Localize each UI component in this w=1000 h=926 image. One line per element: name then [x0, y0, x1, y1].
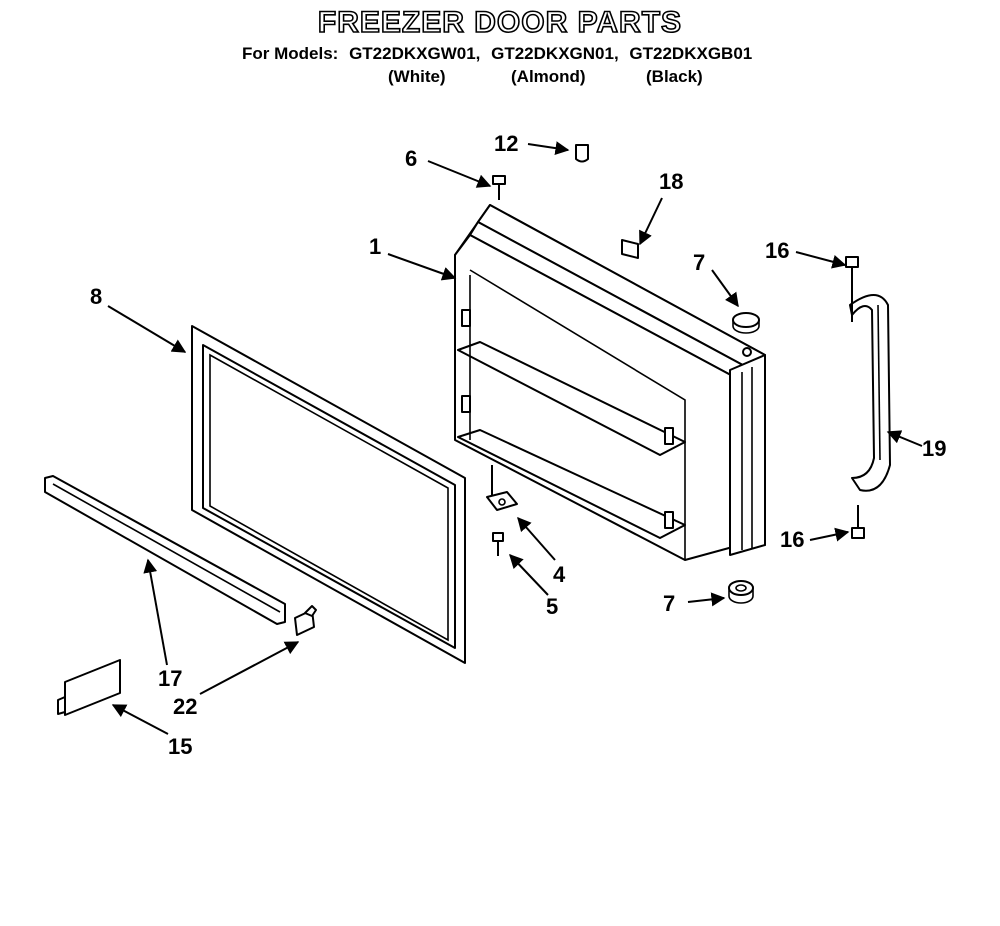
door-gasket-part: [191, 325, 466, 664]
hinge-bracket-part: [486, 465, 518, 511]
bushing-part-top: [732, 312, 760, 334]
callout-6: 6: [405, 146, 417, 171]
callout-15: 15: [168, 734, 192, 759]
variant-white: (White): [388, 67, 446, 86]
callout-1: 1: [369, 234, 381, 259]
handle-part: [849, 294, 891, 492]
bushing-part-bottom: [728, 580, 754, 604]
callout-16-top: 16: [765, 238, 789, 263]
models-prefix: For Models:: [242, 44, 339, 63]
models-line: For Models: GT22DKXGW01, GT22DKXGN01, GT…: [242, 44, 758, 64]
diagram-title: FREEZER DOOR PARTS: [317, 5, 683, 40]
screw-part-5: [492, 532, 504, 556]
screw-part-16-top: [845, 256, 859, 322]
variant-almond: (Almond): [511, 67, 586, 86]
callout-17: 17: [158, 666, 182, 691]
callout-12: 12: [494, 131, 518, 156]
callout-16-bottom: 16: [780, 527, 804, 552]
model-number-white: GT22DKXGW01,: [349, 44, 481, 63]
clip-part: [294, 605, 317, 636]
breaker-strip-part: [44, 475, 286, 625]
callout-8: 8: [90, 284, 102, 309]
model-number-black: GT22DKXGB01: [629, 44, 753, 63]
callout-18: 18: [659, 169, 683, 194]
diagram-header: FREEZER DOOR PARTS For Models: GT22DKXGW…: [0, 0, 1000, 95]
callout-7-bottom: 7: [663, 591, 675, 616]
plug-part: [575, 144, 589, 163]
model-number-almond: GT22DKXGN01,: [491, 44, 619, 63]
screw-part-16-bottom: [851, 505, 865, 539]
callout-7-top: 7: [693, 250, 705, 275]
leader-lines: [107, 141, 923, 735]
callout-4: 4: [553, 562, 566, 587]
trim-cover-part: [57, 659, 121, 716]
callout-19: 19: [922, 436, 946, 461]
label-part: [621, 239, 639, 259]
callout-22: 22: [173, 694, 197, 719]
callout-5: 5: [546, 594, 558, 619]
variant-black: (Black): [646, 67, 703, 86]
door-liner-part: [454, 204, 766, 561]
callout-numbers: 12 6 18 1 8 7 16 19 16 7 4 5 17 22 15: [90, 131, 946, 759]
screw-part-6: [492, 175, 506, 200]
